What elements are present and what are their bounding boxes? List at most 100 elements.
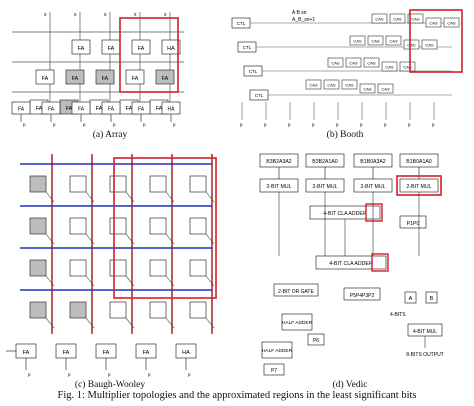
booth-cas-label: CAS bbox=[389, 39, 398, 44]
booth-cas-cell bbox=[323, 79, 340, 90]
vedic-approx-cla-2 bbox=[371, 253, 389, 272]
array-adder-label: FA bbox=[132, 76, 139, 82]
baugh-diagonal-wire bbox=[165, 233, 175, 245]
booth-cas-label: CAS bbox=[403, 65, 412, 70]
array-adder-cell bbox=[131, 39, 151, 55]
booth-cas-label: CAS bbox=[367, 61, 376, 66]
booth-cas-label: CAS bbox=[309, 83, 318, 88]
array-input-label: x bbox=[104, 12, 107, 18]
booth-cas-label: CAS bbox=[363, 87, 372, 92]
booth-cas-cell bbox=[385, 35, 402, 46]
caption-baugh-wooley: (c) Baugh-Wooley bbox=[74, 380, 146, 390]
booth-output-label: p bbox=[384, 122, 387, 127]
baugh-cell bbox=[29, 301, 47, 319]
booth-output-label: p bbox=[360, 122, 363, 127]
baugh-bottom-label: FA bbox=[63, 350, 70, 356]
baugh-diagonal-wire bbox=[45, 191, 55, 203]
baugh-diagonal-wire bbox=[165, 191, 175, 203]
vedic-or-gate-label: 2-BIT OR GATE bbox=[278, 289, 314, 295]
baugh-bottom-label: HA bbox=[182, 350, 190, 356]
booth-output-label: p bbox=[240, 122, 243, 127]
booth-cas-cell bbox=[367, 35, 384, 46]
booth-cas-label: CAS bbox=[407, 43, 416, 48]
vedic-2bit-mul-label: 2-BIT MUL bbox=[361, 184, 386, 190]
vedic-p6-label: P6 bbox=[313, 338, 319, 344]
array-adder-cell bbox=[125, 69, 145, 85]
vedic-or-gate-box bbox=[273, 283, 319, 297]
vedic-legend-a-box bbox=[404, 291, 417, 304]
booth-cas-cell bbox=[371, 13, 388, 24]
booth-ctl-label: CTL bbox=[237, 21, 246, 26]
vedic-2bit-mul-label: 2-BIT MUL bbox=[267, 184, 292, 190]
baugh-cell bbox=[109, 259, 127, 277]
baugh-diagonal-wire bbox=[165, 275, 175, 287]
array-input-label: x bbox=[44, 12, 47, 18]
booth-header-line-2: A_B_sn+1 bbox=[292, 17, 315, 23]
array-bottom-label: HA bbox=[168, 107, 176, 113]
array-output-label: p bbox=[53, 122, 56, 127]
vedic-legend-b-box bbox=[425, 291, 438, 304]
array-adder-cell bbox=[161, 39, 181, 55]
booth-ctl-label: CTL bbox=[255, 93, 264, 98]
booth-output-label: p bbox=[336, 122, 339, 127]
array-bottom-label: FA bbox=[18, 107, 25, 113]
vedic-p5p2-label: P5P4P3P2 bbox=[350, 293, 375, 299]
array-adder-label: FA bbox=[96, 106, 103, 112]
booth-cas-cell bbox=[403, 39, 420, 50]
booth-cas-cell bbox=[363, 57, 380, 68]
baugh-cell bbox=[69, 259, 87, 277]
vedic-half-adder-1 bbox=[281, 313, 313, 331]
vedic-legend-bits: 4-BITS bbox=[390, 312, 406, 318]
baugh-output-label: p bbox=[148, 372, 151, 377]
booth-cas-label: CAS bbox=[381, 87, 390, 92]
vedic-input-label: B3B2A1A0 bbox=[312, 159, 337, 165]
baugh-cell bbox=[149, 301, 167, 319]
booth-cas-label: CAS bbox=[411, 17, 420, 22]
booth-cas-label: CAS bbox=[429, 21, 438, 26]
booth-cas-cell bbox=[389, 13, 406, 24]
booth-approx-region bbox=[409, 9, 463, 73]
baugh-cell bbox=[29, 217, 47, 235]
booth-cas-cell bbox=[345, 57, 362, 68]
array-output-label: p bbox=[143, 122, 146, 127]
array-adder-cell bbox=[35, 69, 55, 85]
baugh-diagonal-wire bbox=[85, 275, 95, 287]
baugh-diagonal-wire bbox=[205, 233, 215, 245]
array-adder-label: HA bbox=[167, 46, 175, 52]
array-input-label: x bbox=[164, 12, 167, 18]
vedic-cla-label-1: 4-BIT CLA ADDER bbox=[323, 211, 366, 217]
vedic-input-label: B1B0A1A0 bbox=[406, 159, 431, 165]
baugh-bottom-label: FA bbox=[23, 350, 30, 356]
figure-caption: Fig. 1: Multiplier topologies and the ap… bbox=[57, 390, 417, 401]
array-adder-label: FA bbox=[72, 76, 79, 82]
vedic-legend-a: A bbox=[409, 296, 413, 302]
array-input-label: x bbox=[74, 12, 77, 18]
booth-cas-label: CAS bbox=[371, 39, 380, 44]
baugh-cell bbox=[189, 217, 207, 235]
array-adder-label: FA bbox=[162, 76, 169, 82]
booth-output-label: p bbox=[312, 122, 315, 127]
booth-cas-label: CAS bbox=[331, 61, 340, 66]
booth-output-label: p bbox=[288, 122, 291, 127]
array-adder-cell bbox=[71, 39, 91, 55]
baugh-output-label: p bbox=[68, 372, 71, 377]
array-output-label: p bbox=[83, 122, 86, 127]
booth-cas-cell bbox=[377, 83, 394, 94]
baugh-approx-region bbox=[113, 157, 217, 299]
booth-cas-label: CAS bbox=[327, 83, 336, 88]
vedic-p7-box bbox=[263, 363, 285, 376]
booth-output-label: p bbox=[408, 122, 411, 127]
array-output-label: p bbox=[173, 122, 176, 127]
booth-cas-cell bbox=[421, 39, 438, 50]
vedic-2bit-mul-label: 2-BIT MUL bbox=[313, 184, 338, 190]
baugh-cell bbox=[149, 217, 167, 235]
vedic-2bit-mul-label: 2-BIT MUL bbox=[407, 184, 432, 190]
baugh-cell bbox=[189, 259, 207, 277]
array-adder-label: FA bbox=[108, 46, 115, 52]
booth-cas-label: CAS bbox=[353, 39, 362, 44]
baugh-cell bbox=[189, 301, 207, 319]
